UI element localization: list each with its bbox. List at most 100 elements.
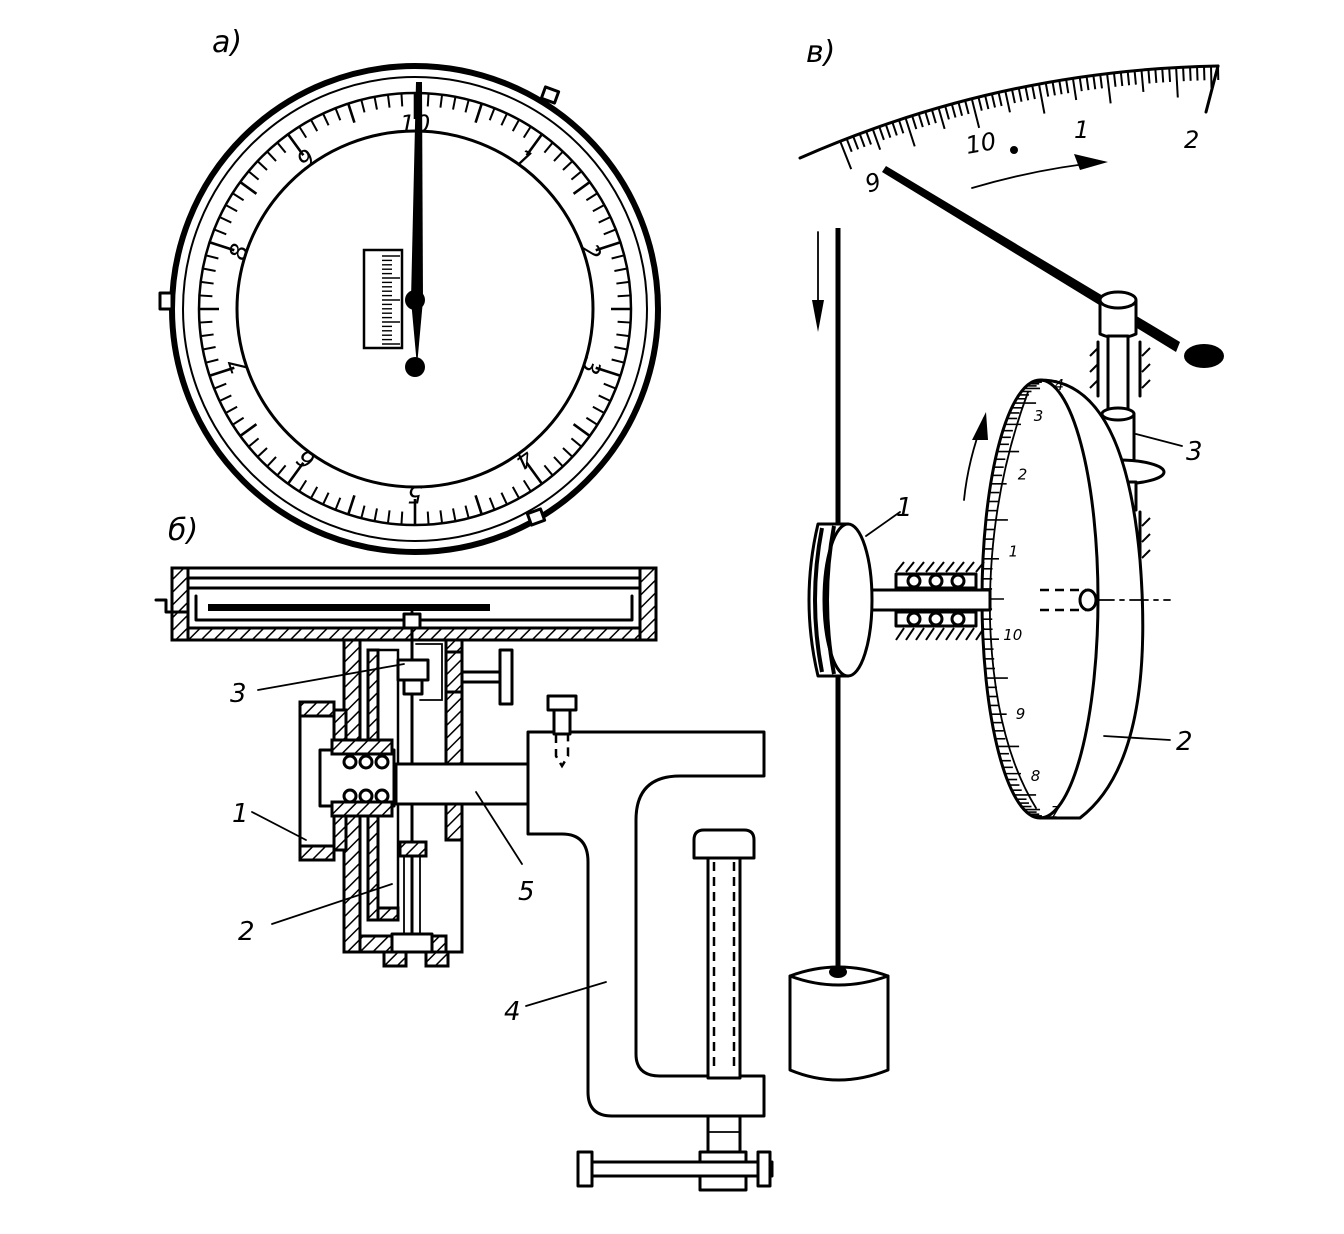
- ball: [358, 788, 374, 804]
- dial-tick: [199, 294, 213, 298]
- dial-tick: [572, 180, 591, 195]
- dial-tick: [592, 405, 605, 414]
- dial-tick: [616, 280, 630, 285]
- dial-tick-marks: [199, 93, 631, 525]
- dial-tick: [209, 366, 235, 377]
- arc-tick: [1078, 77, 1083, 92]
- dial-tick: [553, 150, 564, 162]
- dial-tick: [334, 497, 342, 511]
- needle-section: [208, 604, 490, 611]
- dial-tick: [276, 464, 287, 477]
- leader-2: [271, 883, 393, 925]
- turn-counter-ticks: [382, 255, 400, 345]
- arc-tick: [911, 115, 918, 130]
- dial-tick: [595, 366, 621, 377]
- bearing-race-top: [330, 738, 394, 756]
- pulley-1-bottom-rim: [298, 844, 336, 862]
- housing-bottom: [186, 626, 642, 642]
- inner-sleeve-bottom: [376, 906, 400, 922]
- arc-tick: [1099, 74, 1103, 89]
- bearing-ball: [950, 611, 966, 627]
- clamp-tommy-bar: [590, 1160, 774, 1178]
- rack-2-collar: [398, 840, 428, 858]
- dial-tick: [202, 267, 216, 272]
- hatch-stroke: [1141, 517, 1151, 527]
- dial-tick: [592, 204, 605, 213]
- dial-tick: [360, 505, 366, 519]
- dial-tick: [616, 333, 630, 338]
- arc-num-10: 10: [963, 127, 998, 160]
- arc-tick: [930, 109, 937, 124]
- dial-tick: [439, 510, 444, 524]
- arc-scale-ticks: [839, 65, 1220, 170]
- arc-tick: [852, 135, 860, 150]
- dial-tick: [611, 254, 625, 260]
- arc-num-1: 1: [1074, 116, 1089, 144]
- dial-tick: [522, 479, 532, 492]
- dial-tick: [219, 216, 232, 224]
- leader-3-v: [1135, 433, 1183, 447]
- dial-lug-bottom: [525, 507, 547, 527]
- dial-tick: [386, 94, 391, 108]
- bezel-screw: [154, 598, 188, 614]
- dial-tick: [400, 93, 404, 107]
- dial-tick: [543, 464, 554, 477]
- arc-tick: [984, 95, 990, 110]
- bearing-ball: [928, 611, 944, 627]
- arc-tick: [917, 113, 924, 128]
- spindle-sleeve-top: [1100, 406, 1136, 422]
- pulley-groove: [813, 527, 824, 673]
- dial-tick: [500, 113, 508, 126]
- shaft-hidden: [1040, 588, 1086, 612]
- dial-tick: [213, 382, 227, 390]
- pulley-1-top-rim: [298, 700, 336, 718]
- arc-tick: [1126, 71, 1131, 86]
- spindle-collar-top: [1098, 290, 1138, 310]
- hatch-stroke: [1141, 549, 1151, 559]
- dial-tick: [266, 150, 277, 162]
- dial-tick: [452, 508, 457, 522]
- bearing-ball: [906, 573, 922, 589]
- clamp-pad: [692, 828, 756, 860]
- arc-tick: [845, 138, 853, 153]
- arc-tick: [950, 103, 957, 118]
- arc-tick: [1065, 79, 1070, 94]
- label-2-v: 2: [1176, 727, 1193, 757]
- dial-tick: [585, 416, 598, 426]
- needle-hub: [405, 290, 425, 310]
- hatch-stroke: [925, 627, 935, 641]
- hatch-stroke: [895, 627, 905, 641]
- dial-tick: [572, 423, 591, 438]
- arc-tick: [904, 117, 916, 147]
- dial-number: 5: [407, 480, 422, 508]
- label-1-b: 1: [232, 799, 249, 829]
- arc-tick: [871, 128, 882, 151]
- dial-tick: [310, 119, 319, 132]
- dial-tick: [474, 495, 483, 515]
- arc-tick: [1189, 66, 1192, 81]
- arc-tick: [1182, 67, 1185, 82]
- dial-tick: [562, 447, 574, 458]
- arc-tick: [957, 101, 964, 116]
- spindle-head: [402, 612, 422, 630]
- hatch-stroke: [1141, 533, 1151, 543]
- knob-bushing: [444, 650, 464, 694]
- dial-lug-left: [158, 291, 174, 311]
- gear-3-bracket: [415, 643, 443, 701]
- dial-tick: [322, 113, 330, 126]
- arc-tick: [964, 100, 970, 115]
- knob-head: [498, 648, 514, 706]
- hatch-stroke: [905, 561, 915, 573]
- rack-2-end: [390, 932, 434, 954]
- arc-tick: [1119, 71, 1124, 87]
- dial-tick: [603, 382, 617, 390]
- dial-tick: [199, 320, 213, 324]
- hatch-stroke: [1141, 379, 1151, 389]
- arc-tick: [1017, 87, 1023, 102]
- arc-tick: [997, 92, 1003, 107]
- dial-tick: [543, 141, 554, 154]
- label-4-b: 4: [504, 997, 521, 1027]
- clamp-screw-lower: [706, 1114, 742, 1158]
- dial-tick: [464, 505, 470, 519]
